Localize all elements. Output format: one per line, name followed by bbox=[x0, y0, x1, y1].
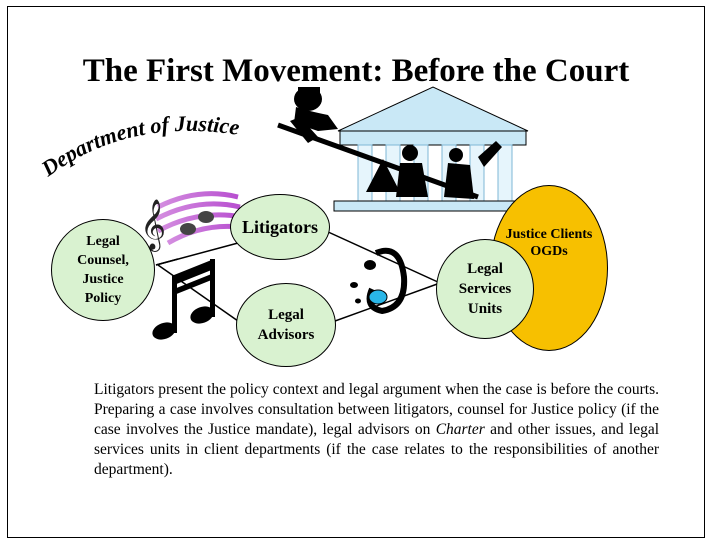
caption-paragraph: Litigators present the policy context an… bbox=[94, 380, 659, 480]
legal-services-line-3: Units bbox=[467, 301, 503, 317]
litigators-node: Litigators bbox=[230, 194, 330, 260]
department-of-justice-label: Department of Justice bbox=[36, 111, 242, 182]
seesaw-figures-icon bbox=[277, 87, 502, 200]
caption-text-1: Litigators present the policy context an… bbox=[94, 381, 659, 438]
slide: Department of Justice bbox=[7, 6, 705, 538]
litigators-label: Litigators bbox=[242, 216, 318, 237]
page-title: The First Movement: Before the Court bbox=[82, 53, 630, 89]
legal-counsel-node: Legal Counsel, Justice Policy bbox=[51, 219, 155, 321]
treble-clef-icon: 𝄞 bbox=[140, 191, 243, 252]
legal-services-line-1: Legal bbox=[467, 261, 503, 277]
ogds-label: OGDs bbox=[530, 244, 568, 259]
legal-services-node: Legal Services Units bbox=[436, 239, 534, 339]
legal-advisors-line-2: Advisors bbox=[257, 327, 315, 343]
legal-counsel-line-2: Counsel, bbox=[77, 253, 129, 268]
diagram-drawing: Department of Justice bbox=[36, 86, 533, 340]
connector-lines bbox=[155, 230, 441, 326]
caption-italic-charter: Charter bbox=[435, 421, 485, 438]
blue-note-icon bbox=[350, 247, 408, 315]
legal-advisors-line-1: Legal bbox=[268, 307, 304, 323]
legal-counsel-line-3: Justice bbox=[82, 272, 124, 287]
eighth-notes-icon bbox=[152, 259, 215, 340]
courthouse-icon bbox=[333, 86, 533, 212]
justice-clients-label: Justice Clients bbox=[505, 227, 593, 242]
legal-counsel-line-1: Legal bbox=[86, 234, 120, 249]
legal-services-line-2: Services bbox=[458, 281, 512, 297]
caption-text-2: and other issues, and legal services uni… bbox=[94, 421, 660, 478]
legal-advisors-node: Legal Advisors bbox=[236, 283, 336, 367]
legal-counsel-line-4: Policy bbox=[84, 291, 122, 306]
